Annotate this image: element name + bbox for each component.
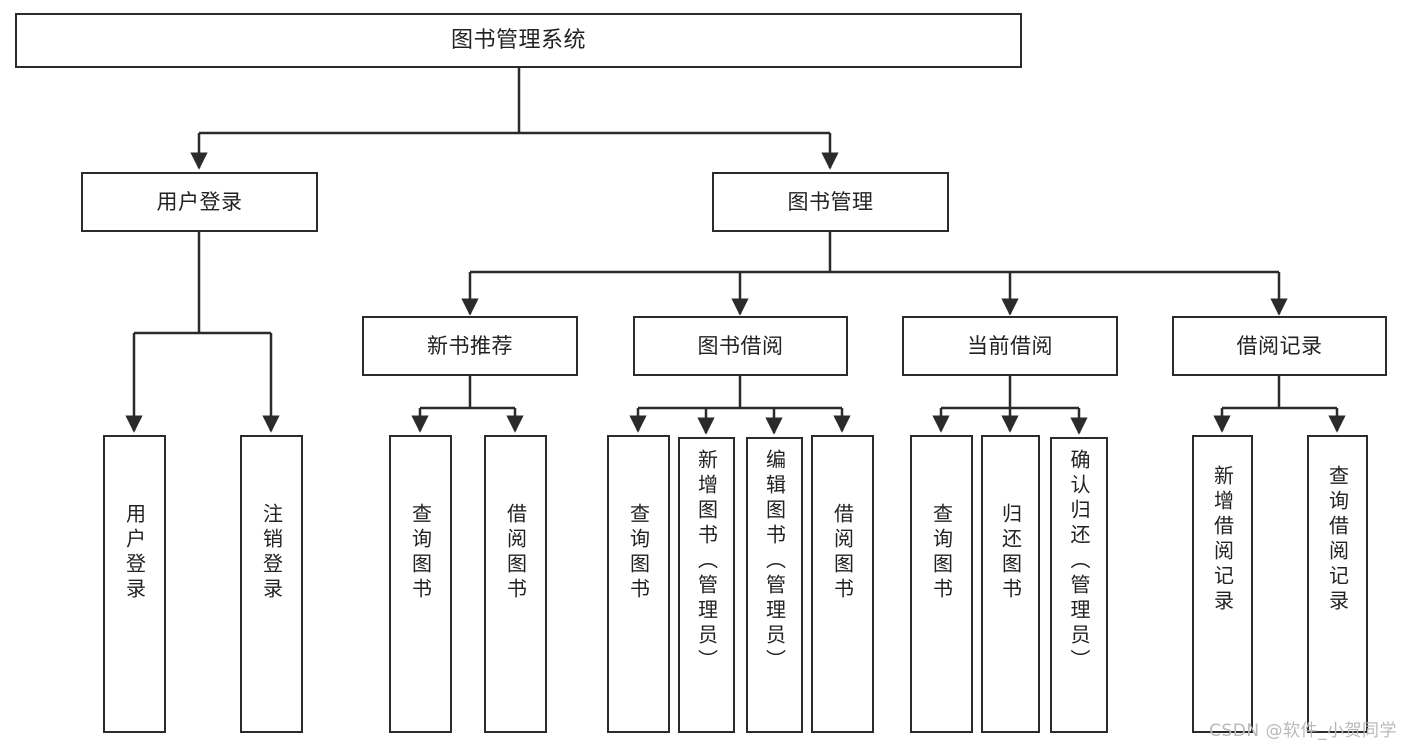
- leaf-borrow-book-1[interactable]: 借阅图书: [484, 435, 547, 733]
- leaf-query-book-2[interactable]: 查询图书: [607, 435, 670, 733]
- leaf-borrow-book-2[interactable]: 借阅图书: [811, 435, 874, 733]
- leaf-edit-book[interactable]: 编辑图书（管理员）: [746, 437, 803, 733]
- node-user-login[interactable]: 用户登录: [81, 172, 318, 232]
- leaf-query-record[interactable]: 查询借阅记录: [1307, 435, 1368, 733]
- node-current-borrow[interactable]: 当前借阅: [902, 316, 1118, 376]
- leaf-borrow-book-1-label: 借阅图书: [503, 503, 528, 603]
- node-book-manage[interactable]: 图书管理: [712, 172, 949, 232]
- leaf-logout-label: 注销登录: [259, 503, 284, 603]
- leaf-query-book-1-label: 查询图书: [408, 503, 433, 603]
- node-book-manage-label: 图书管理: [787, 189, 874, 214]
- node-book-borrow[interactable]: 图书借阅: [633, 316, 848, 376]
- leaf-add-book[interactable]: 新增图书（管理员）: [678, 437, 735, 733]
- leaf-return-book-label: 归还图书: [998, 503, 1023, 603]
- leaf-query-book-3[interactable]: 查询图书: [910, 435, 973, 733]
- node-borrow-record[interactable]: 借阅记录: [1172, 316, 1387, 376]
- leaf-query-book-2-label: 查询图书: [626, 503, 651, 603]
- leaf-user-login-label: 用户登录: [122, 503, 147, 603]
- leaf-user-login[interactable]: 用户登录: [103, 435, 166, 733]
- node-book-borrow-label: 图书借阅: [697, 333, 784, 358]
- node-borrow-record-label: 借阅记录: [1236, 333, 1323, 358]
- leaf-query-book-3-label: 查询图书: [929, 503, 954, 603]
- node-root-label: 图书管理系统: [450, 27, 586, 53]
- leaf-confirm-return-label: 确认归还（管理员）: [1067, 449, 1091, 674]
- node-root[interactable]: 图书管理系统: [15, 13, 1022, 68]
- leaf-query-record-label: 查询借阅记录: [1325, 465, 1350, 615]
- leaf-borrow-book-2-label: 借阅图书: [830, 503, 855, 603]
- node-user-login-label: 用户登录: [156, 189, 243, 214]
- leaf-edit-book-label: 编辑图书（管理员）: [762, 449, 787, 674]
- leaf-add-book-label: 新增图书（管理员）: [694, 449, 719, 674]
- leaf-confirm-return[interactable]: 确认归还（管理员）: [1050, 437, 1108, 733]
- leaf-query-book-1[interactable]: 查询图书: [389, 435, 452, 733]
- leaf-add-record[interactable]: 新增借阅记录: [1192, 435, 1253, 733]
- watermark: CSDN @软件_小贺同学: [1209, 721, 1397, 741]
- leaf-add-record-label: 新增借阅记录: [1210, 465, 1235, 615]
- node-new-book-rec-label: 新书推荐: [427, 333, 513, 358]
- node-current-borrow-label: 当前借阅: [967, 333, 1053, 358]
- node-new-book-rec[interactable]: 新书推荐: [362, 316, 578, 376]
- leaf-logout[interactable]: 注销登录: [240, 435, 303, 733]
- leaf-return-book[interactable]: 归还图书: [981, 435, 1040, 733]
